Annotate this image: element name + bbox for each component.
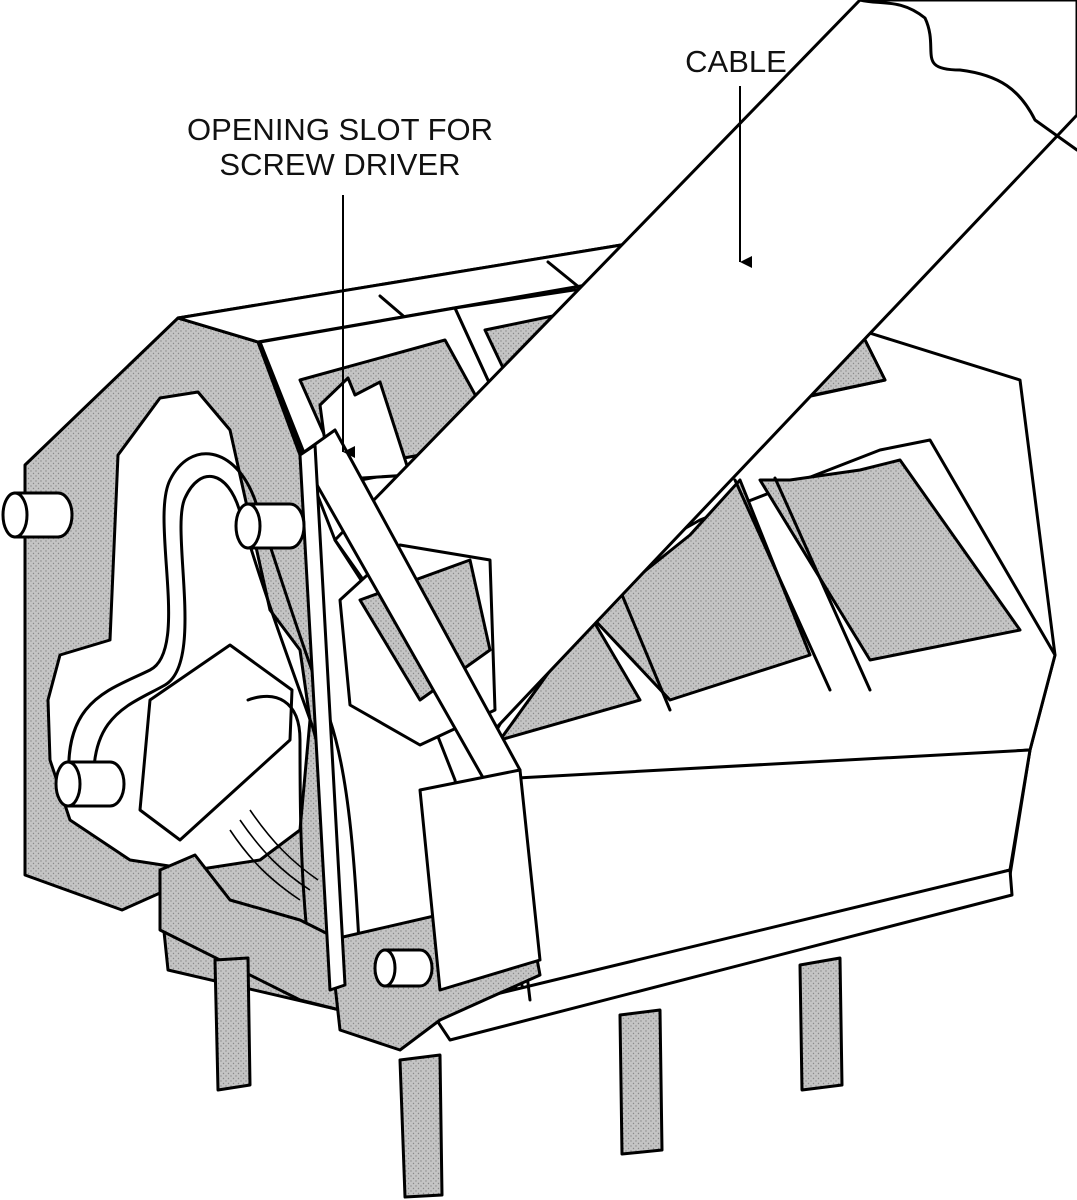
callout-opening-slot: OPENING SLOT FOR SCREW DRIVER — [187, 112, 493, 458]
housing-front-face — [428, 748, 1032, 1042]
label-opening-slot-line2: SCREW DRIVER — [219, 147, 460, 182]
callout-cable: CABLE — [685, 44, 787, 268]
actuator-lever — [298, 428, 542, 992]
spring-clamp — [67, 452, 362, 962]
pins — [1, 491, 434, 988]
solder-legs — [213, 956, 844, 1199]
label-opening-slot-line1: OPENING SLOT FOR — [187, 112, 493, 147]
label-cable: CABLE — [685, 44, 787, 79]
